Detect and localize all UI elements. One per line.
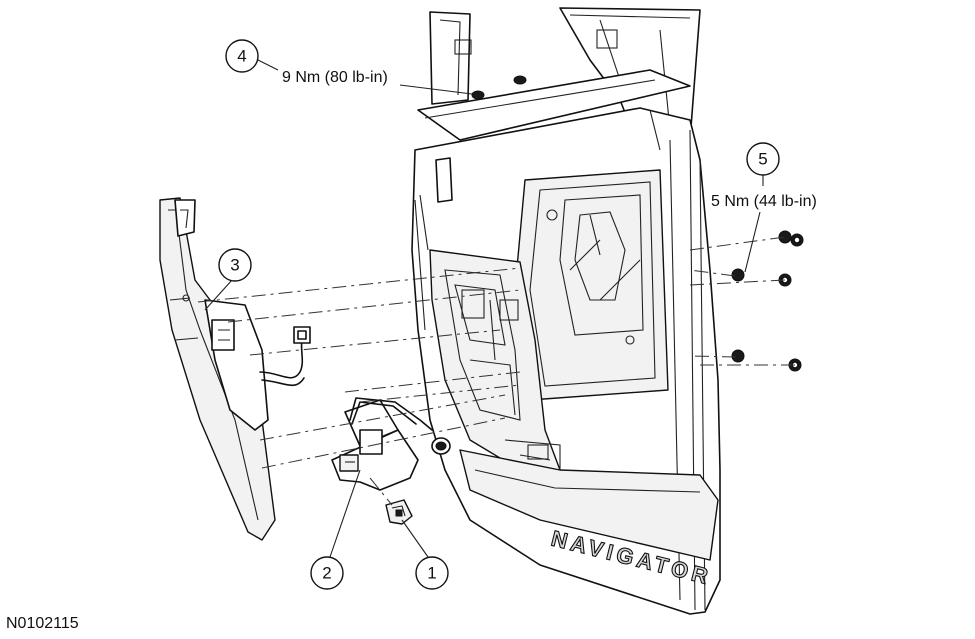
socket-bracket <box>331 397 433 491</box>
callout-2: 2 <box>310 469 361 590</box>
torque-label-4: 9 Nm (80 lb-in) <box>282 69 388 86</box>
lamp-wire-harness <box>259 326 311 387</box>
taillamp-assembly <box>159 197 276 541</box>
liftgate-body: NAVIGATOR <box>411 7 721 615</box>
nuts-part-5 <box>731 230 804 372</box>
rail-nut-right <box>513 75 527 85</box>
bracket-connector <box>431 437 451 455</box>
figure-id: N0102115 <box>6 615 79 632</box>
alignment-lines <box>197 236 795 506</box>
callout-1: 1 <box>401 519 449 590</box>
callout-5: 5 5 Nm (44 lb-in) <box>711 142 817 273</box>
rail-nut-left <box>471 90 485 100</box>
torque-label-5: 5 Nm (44 lb-in) <box>711 193 817 210</box>
callout-5-number: 5 <box>758 150 767 169</box>
callout-1-number: 1 <box>427 564 436 583</box>
lamp-bulb-socket <box>211 319 235 351</box>
callout-3-number: 3 <box>230 256 239 275</box>
bulb-part <box>385 499 413 525</box>
callout-2-number: 2 <box>322 564 331 583</box>
callout-3: 3 <box>204 248 252 311</box>
callout-4-number: 4 <box>237 47 246 66</box>
callout-4: 4 9 Nm (80 lb-in) <box>225 39 473 95</box>
